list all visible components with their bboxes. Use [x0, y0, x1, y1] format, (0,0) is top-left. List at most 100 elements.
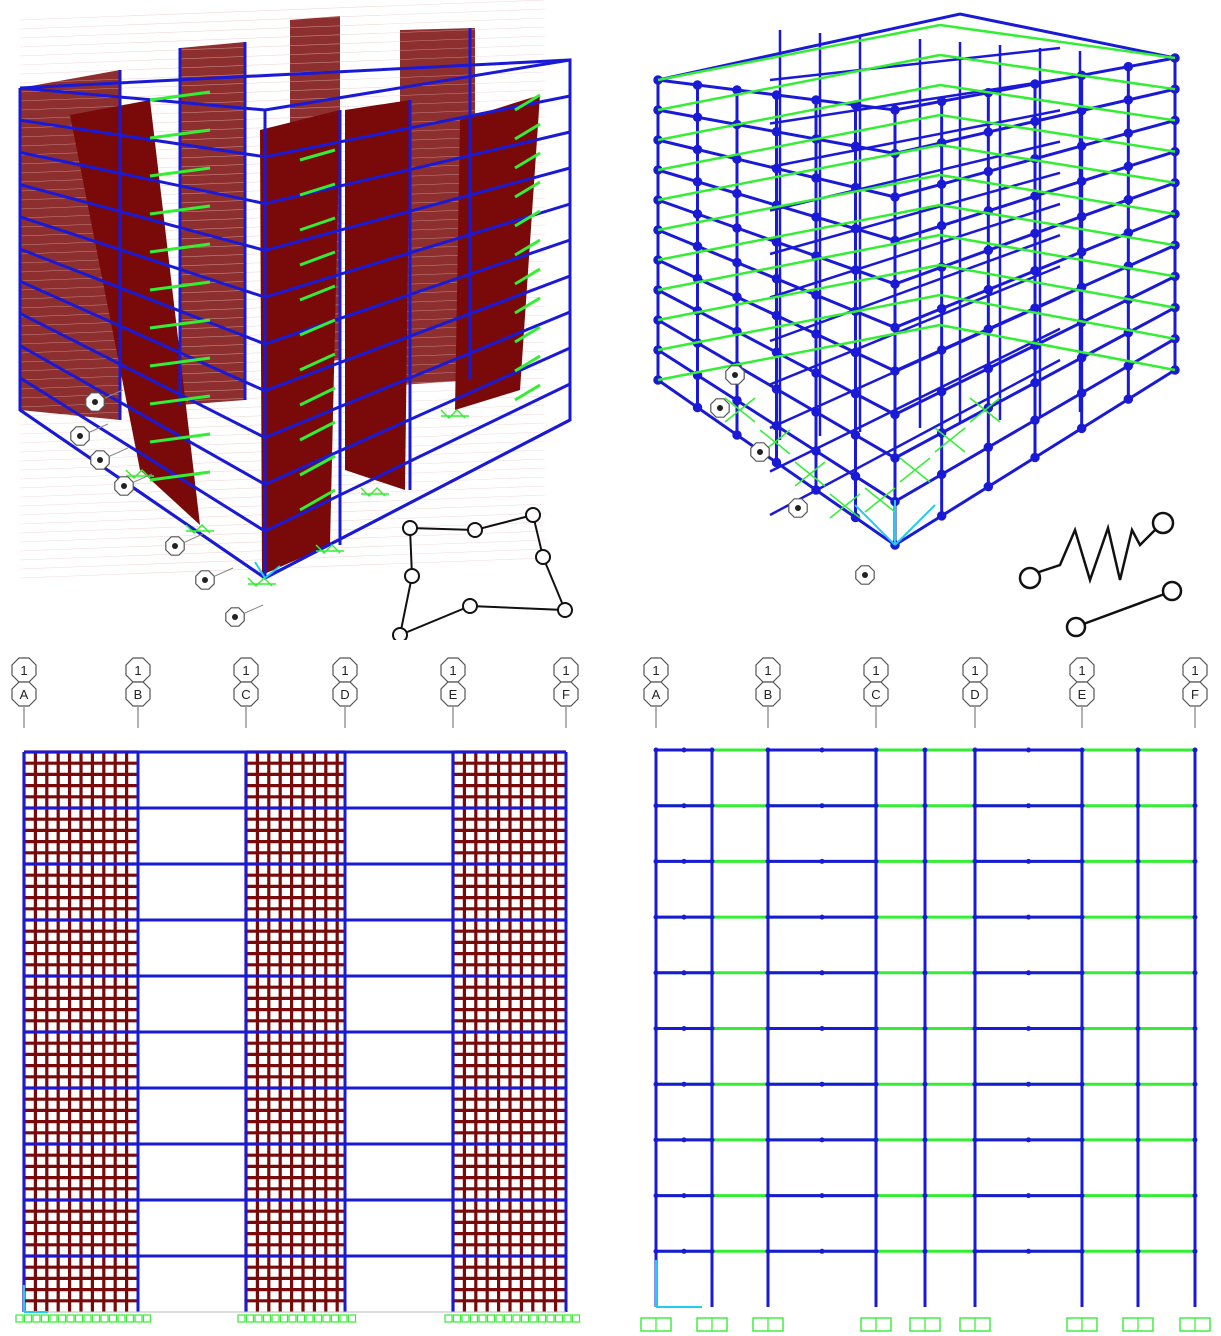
joint-node	[653, 747, 659, 753]
3d-wall-model	[18, 0, 573, 640]
joint-node	[681, 1026, 687, 1031]
grid-col-label: F	[1191, 687, 1199, 702]
joint-node	[873, 1026, 879, 1031]
joint-node	[771, 457, 782, 468]
link-element	[657, 203, 941, 262]
joint-node	[819, 1193, 825, 1199]
joint-node	[922, 1248, 928, 1254]
grid-bubble-e: 1E	[440, 657, 466, 728]
joint-node	[681, 1248, 687, 1254]
joint-node	[653, 914, 659, 920]
joint-node	[709, 747, 715, 753]
link-element	[514, 267, 541, 286]
support-cell	[529, 1314, 538, 1323]
grid-row-label: 1	[1191, 663, 1198, 678]
link-element	[299, 318, 336, 337]
joint-node	[972, 803, 978, 809]
support-cell	[478, 1314, 487, 1323]
joint-node	[890, 105, 900, 115]
interior-beam	[769, 265, 1061, 386]
support-symbol	[969, 397, 1001, 423]
joint-node	[1123, 361, 1134, 371]
support-symbol	[864, 487, 896, 513]
joint-node	[1079, 803, 1085, 809]
joint-node	[972, 1248, 978, 1254]
support-symbol	[794, 461, 826, 487]
link-element	[939, 203, 1176, 247]
link-element	[149, 128, 211, 140]
support-cell	[142, 1314, 152, 1323]
link-element	[514, 238, 541, 257]
support-cell	[279, 1314, 289, 1323]
axis-bubble	[70, 423, 109, 446]
joint-node	[811, 407, 821, 417]
grid-col-label: C	[871, 687, 880, 702]
grid-row-label: 1	[449, 663, 456, 678]
joint-node	[771, 163, 782, 174]
link-element	[149, 280, 211, 292]
axis-bubble	[85, 389, 124, 412]
joint-node	[765, 747, 771, 753]
joint-node	[653, 1081, 659, 1087]
link-element	[299, 182, 336, 197]
joint-node	[653, 803, 659, 809]
axis-bubbles	[70, 389, 264, 627]
grid-col-label: A	[20, 687, 29, 702]
joint-node	[1192, 1137, 1198, 1143]
support-cell	[537, 1314, 547, 1323]
grid-col-label: D	[340, 687, 349, 702]
link-element	[149, 204, 211, 216]
joint-node	[681, 970, 687, 976]
link-element	[657, 143, 941, 202]
link-element	[514, 180, 541, 199]
joint-node	[709, 1248, 715, 1254]
axis-bubble	[90, 447, 129, 470]
grid-bubble-c: 1C	[233, 657, 259, 728]
support-cell	[125, 1314, 135, 1323]
joint-node	[732, 395, 742, 406]
link-element	[657, 53, 941, 112]
joint-node	[765, 914, 771, 920]
support-cell	[322, 1314, 331, 1323]
grid-row-label: 1	[872, 663, 879, 678]
support-cell	[461, 1314, 470, 1323]
support-cell	[117, 1314, 126, 1323]
axis-bubble	[195, 567, 234, 590]
joint-node	[765, 1026, 771, 1031]
joint-node	[1135, 747, 1141, 753]
support-cell	[245, 1314, 255, 1323]
joint-node	[765, 1248, 771, 1254]
joint-node	[692, 209, 703, 219]
grid-row-label: 1	[134, 663, 141, 678]
joint-node	[681, 858, 687, 864]
joint-node	[771, 310, 782, 321]
grid-col-label: E	[449, 687, 458, 702]
joint-node	[983, 442, 994, 453]
joint-node	[936, 96, 947, 107]
joint-node	[972, 1081, 978, 1087]
link-element	[939, 263, 1176, 309]
grid-bubble-d: 1D	[332, 657, 358, 728]
spring-link-icon	[1018, 511, 1175, 590]
frame-members	[22, 750, 568, 1313]
joint-node	[709, 1137, 715, 1143]
link-element	[939, 293, 1176, 341]
joint-node	[1026, 1193, 1031, 1199]
link-element	[299, 284, 336, 302]
joint-node	[1192, 1193, 1198, 1199]
link-element	[149, 470, 211, 482]
link-element	[149, 90, 211, 102]
link-element	[939, 233, 1176, 278]
grid-bubble-e: 1E	[1069, 657, 1095, 728]
axis-bubble	[855, 565, 875, 585]
joint-node	[850, 471, 861, 481]
support-cell	[347, 1314, 357, 1323]
link-element	[149, 394, 211, 406]
joint-node	[765, 803, 771, 809]
link-element	[514, 209, 541, 228]
support-symbol	[724, 397, 756, 423]
joint-node	[681, 803, 687, 809]
link-element	[514, 151, 541, 170]
joint-node	[1079, 1248, 1085, 1254]
